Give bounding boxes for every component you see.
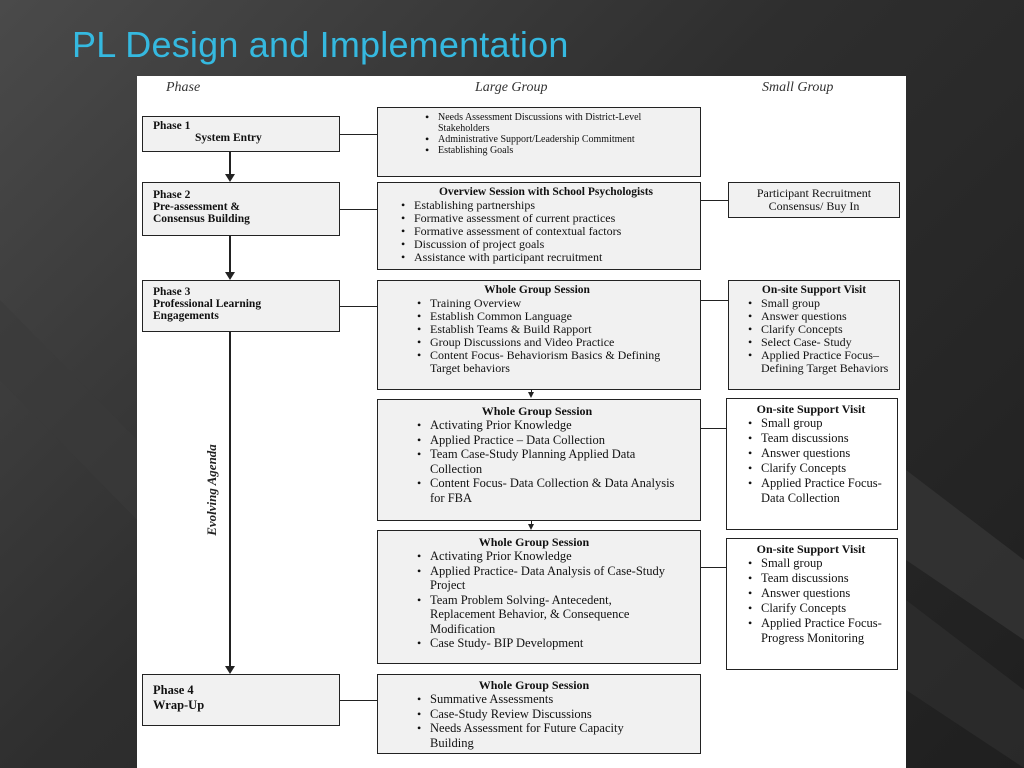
arrowhead-3-4 — [225, 666, 235, 674]
phase-1-box: Phase 1 System Entry — [142, 116, 340, 152]
phase-1-number: Phase 1 — [153, 120, 191, 132]
small-p3b-title: On-site Support Visit — [756, 402, 866, 416]
phase-2-box: Phase 2 Pre-assessment & Consensus Build… — [142, 182, 340, 236]
large-p3a-item: Group Discussions and Video Practice — [417, 336, 676, 350]
large-p3c-title: Whole Group Session — [478, 535, 590, 549]
large-p2-title: Overview Session with School Psychologis… — [438, 186, 654, 198]
evolving-agenda-label: Evolving Agenda — [204, 444, 219, 536]
large-p3a-item: Establish Teams & Build Rapport — [417, 323, 676, 337]
large-p3a-title: Whole Group Session — [484, 284, 590, 296]
large-group-phase-3a-box: Whole Group Session Training Overview Es… — [377, 280, 701, 390]
large-p4-title: Whole Group Session — [478, 678, 590, 692]
large-p3b-item: Content Focus- Data Collection & Data An… — [417, 476, 676, 505]
small-p3a-title: On-site Support Visit — [761, 284, 867, 296]
column-header-small-group: Small Group — [762, 80, 834, 95]
small-p3b-item: Team discussions — [748, 431, 891, 446]
large-group-phase-4-box: Whole Group Session Summative Assessment… — [377, 674, 701, 754]
small-group-phase-3c-box: On-site Support Visit Small group Team d… — [726, 538, 898, 670]
connector-small-p2 — [701, 200, 728, 201]
connector-p4 — [340, 700, 377, 701]
phase-2-name: Pre-assessment & — [153, 201, 240, 213]
small-p3a-item: Applied Practice Focus– Defining Target … — [748, 349, 895, 375]
small-p3b-item: Applied Practice Focus- Data Collection — [748, 476, 891, 506]
connector-small-p3c — [701, 567, 728, 568]
small-group-phase-2-box: Participant Recruitment Consensus/ Buy I… — [728, 182, 900, 218]
small-p3b-item: Clarify Concepts — [748, 461, 891, 476]
large-p4-item: Case-Study Review Discussions — [417, 707, 670, 722]
large-p2-item: Establishing partnerships — [401, 199, 694, 213]
small-group-phase-3b-box: On-site Support Visit Small group Team d… — [726, 398, 898, 530]
connector-p2 — [340, 209, 377, 210]
large-p3b-item: Activating Prior Knowledge — [417, 418, 676, 433]
arrow-line-3b-3c — [531, 521, 532, 526]
large-p2-item: Formative assessment of current practice… — [401, 212, 694, 226]
small-p2-line2: Consensus/ Buy In — [768, 199, 860, 213]
small-p3a-item: Answer questions — [748, 310, 895, 324]
large-p4-item: Summative Assessments — [417, 692, 670, 707]
small-p3c-item: Applied Practice Focus- Progress Monitor… — [748, 616, 891, 646]
large-p4-item: Needs Assessment for Future Capacity Bui… — [417, 721, 670, 750]
arrowhead-2-3 — [225, 272, 235, 280]
large-p3c-item: Applied Practice- Data Analysis of Case-… — [417, 564, 670, 593]
arrowhead-3a-3b — [528, 392, 534, 398]
large-p2-item: Formative assessment of contextual facto… — [401, 225, 694, 239]
phase-3-box: Phase 3 Professional Learning Engagement… — [142, 280, 340, 332]
large-p3b-item: Applied Practice – Data Collection — [417, 433, 676, 448]
large-p3a-item: Establish Common Language — [417, 310, 676, 324]
small-p3c-item: Team discussions — [748, 571, 891, 586]
connector-small-p3a — [701, 300, 728, 301]
small-p3c-item: Answer questions — [748, 586, 891, 601]
large-p3c-item: Activating Prior Knowledge — [417, 549, 670, 564]
small-p3c-item: Clarify Concepts — [748, 601, 891, 616]
large-group-phase-2-box: Overview Session with School Psychologis… — [377, 182, 701, 270]
phase-3-number: Phase 3 — [153, 286, 191, 298]
phase-2-name-cont: Consensus Building — [153, 213, 250, 225]
large-p3c-item: Case Study- BIP Development — [417, 636, 670, 651]
small-group-phase-3a-box: On-site Support Visit Small group Answer… — [728, 280, 900, 390]
small-p3a-item: Select Case- Study — [748, 336, 895, 350]
small-p3b-item: Answer questions — [748, 446, 891, 461]
large-p1-item: Establishing Goals — [425, 145, 694, 156]
phase-4-name: Wrap-Up — [153, 698, 205, 712]
large-p3a-item: Training Overview — [417, 297, 676, 311]
large-p1-item: Needs Assessment Discussions with Distri… — [425, 112, 694, 134]
large-group-phase-3c-box: Whole Group Session Activating Prior Kno… — [377, 530, 701, 664]
arrow-line-2-3 — [229, 236, 231, 272]
arrow-line-3-4 — [229, 332, 231, 666]
large-p2-item: Discussion of project goals — [401, 238, 694, 252]
large-p1-item: Administrative Support/Leadership Commit… — [425, 134, 694, 145]
arrow-line-1-2 — [229, 152, 231, 174]
phase-3-name: Professional Learning — [153, 298, 262, 310]
column-header-phase: Phase — [166, 80, 201, 95]
connector-small-p3b — [701, 428, 728, 429]
phase-1-name: System Entry — [195, 132, 262, 144]
small-p2-line1: Participant Recruitment — [756, 186, 872, 200]
large-p3b-title: Whole Group Session — [481, 404, 593, 418]
phase-3-name-cont: Engagements — [153, 310, 219, 322]
large-group-phase-3b-box: Whole Group Session Activating Prior Kno… — [377, 399, 701, 521]
large-p3a-item: Content Focus- Behaviorism Basics & Defi… — [417, 349, 676, 375]
connector-p3 — [340, 306, 377, 307]
small-p3c-title: On-site Support Visit — [756, 542, 866, 556]
small-p3a-item: Clarify Concepts — [748, 323, 895, 337]
phase-2-number: Phase 2 — [153, 189, 191, 201]
slide-title: PL Design and Implementation — [72, 24, 569, 65]
phase-4-box: Phase 4 Wrap-Up — [142, 674, 340, 726]
arrowhead-3b-3c — [528, 524, 534, 530]
arrowhead-1-2 — [225, 174, 235, 182]
column-header-large-group: Large Group — [475, 80, 548, 95]
large-p2-item: Assistance with participant recruitment — [401, 251, 694, 265]
small-p3c-item: Small group — [748, 556, 891, 571]
large-group-phase-1-box: Needs Assessment Discussions with Distri… — [377, 107, 701, 177]
small-p3a-item: Small group — [748, 297, 895, 311]
small-p3b-item: Small group — [748, 416, 891, 431]
large-p3c-item: Team Problem Solving- Antecedent, Replac… — [417, 593, 670, 637]
connector-p1 — [340, 134, 377, 135]
phase-4-number: Phase 4 — [153, 683, 194, 697]
large-p3b-item: Team Case-Study Planning Applied Data Co… — [417, 447, 676, 476]
